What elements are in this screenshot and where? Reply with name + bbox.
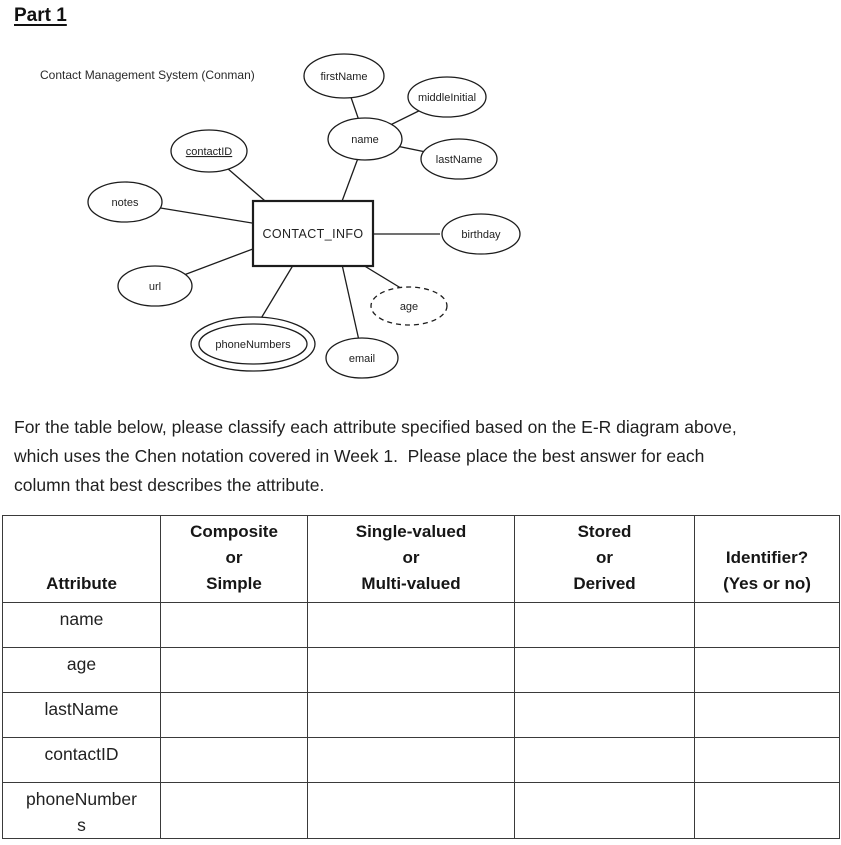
label-age: age xyxy=(400,301,418,313)
answer-cell-age-valued[interactable] xyxy=(307,647,515,693)
ellipse-phonenumbers-inner xyxy=(198,323,308,365)
col-header-single-or-multi-valued: Single-valued or Multi-valued xyxy=(307,515,515,603)
table-row-name: name xyxy=(2,602,840,648)
entity-label: CONTACT_INFO xyxy=(262,227,363,241)
answer-cell-lastname-identifier[interactable] xyxy=(694,692,840,738)
node-phonenumbers-multivalued-attribute: phoneNumbers xyxy=(190,316,316,372)
instructions-paragraph: For the table below, please classify eac… xyxy=(14,417,737,495)
answer-cell-contactid-valued[interactable] xyxy=(307,737,515,783)
label-lastname: lastName xyxy=(436,154,482,166)
label-email: email xyxy=(349,353,375,365)
col-header-composite-or-simple: Composite or Simple xyxy=(160,515,308,603)
answer-cell-phonenumbers-valued[interactable] xyxy=(307,782,515,839)
ellipse-lastname xyxy=(420,138,498,180)
ellipse-birthday xyxy=(441,213,521,255)
er-diagram: Contact Management System (Conman) first… xyxy=(40,53,521,379)
ellipse-name xyxy=(327,117,403,161)
col-header-identifier: Identifier? (Yes or no) xyxy=(694,515,840,603)
ellipse-age-dashed xyxy=(370,286,448,326)
col-header-stored-or-derived: Stored or Derived xyxy=(514,515,695,603)
answer-cell-phonenumbers-composite[interactable] xyxy=(160,782,308,839)
table-row-contactid: contactID xyxy=(2,737,840,783)
answer-cell-phonenumbers-identifier[interactable] xyxy=(694,782,840,839)
label-birthday: birthday xyxy=(461,229,501,241)
row-label-name: name xyxy=(2,602,161,648)
node-notes: notes xyxy=(87,181,163,223)
ellipse-email xyxy=(325,337,399,379)
answer-cell-lastname-stored[interactable] xyxy=(514,692,695,738)
answer-cell-age-composite[interactable] xyxy=(160,647,308,693)
answer-cell-contactid-stored[interactable] xyxy=(514,737,695,783)
label-contactid: contactID xyxy=(186,146,233,158)
row-label-contactid: contactID xyxy=(2,737,161,783)
answer-cell-name-stored[interactable] xyxy=(514,602,695,648)
node-email: email xyxy=(325,337,399,379)
answer-cell-name-valued[interactable] xyxy=(307,602,515,648)
node-contactid-key-attribute: contactID xyxy=(170,129,248,173)
classification-table: Attribute Composite or Simple Single-val… xyxy=(2,515,840,839)
label-url: url xyxy=(149,281,161,293)
answer-cell-name-composite[interactable] xyxy=(160,602,308,648)
answer-cell-lastname-valued[interactable] xyxy=(307,692,515,738)
label-middleinitial: middleInitial xyxy=(418,92,476,104)
node-name: name xyxy=(327,117,403,161)
row-label-age: age xyxy=(2,647,161,693)
entity-rect xyxy=(251,199,375,268)
ellipse-notes xyxy=(87,181,163,223)
node-age-derived-attribute: age xyxy=(370,286,448,326)
ellipse-url xyxy=(117,265,193,307)
row-label-phonenumbers: phoneNumber s xyxy=(2,782,161,839)
label-firstname: firstName xyxy=(320,71,367,83)
node-url: url xyxy=(117,265,193,307)
node-firstname: firstName xyxy=(303,53,385,99)
answer-cell-contactid-composite[interactable] xyxy=(160,737,308,783)
node-birthday: birthday xyxy=(441,213,521,255)
ellipse-contactid xyxy=(170,129,248,173)
table-row-phonenumbers: phoneNumber s xyxy=(2,782,840,839)
answer-cell-contactid-identifier[interactable] xyxy=(694,737,840,783)
entity-contact-info: CONTACT_INFO xyxy=(251,199,375,268)
table-row-lastname: lastName xyxy=(2,692,840,738)
table-row-age: age xyxy=(2,647,840,693)
label-notes: notes xyxy=(112,197,139,209)
answer-cell-age-stored[interactable] xyxy=(514,647,695,693)
node-lastname: lastName xyxy=(420,138,498,180)
answer-cell-age-identifier[interactable] xyxy=(694,647,840,693)
answer-cell-lastname-composite[interactable] xyxy=(160,692,308,738)
part-title: Part 1 xyxy=(14,5,67,26)
ellipse-firstname xyxy=(303,53,385,99)
col-header-attribute: Attribute xyxy=(2,515,161,603)
answer-cell-phonenumbers-stored[interactable] xyxy=(514,782,695,839)
edge-entity-email xyxy=(340,259,361,346)
header-row: Attribute Composite or Simple Single-val… xyxy=(2,515,840,603)
label-phonenumbers: phoneNumbers xyxy=(215,339,291,351)
answer-cell-name-identifier[interactable] xyxy=(694,602,840,648)
label-name: name xyxy=(351,134,379,146)
node-middleinitial: middleInitial xyxy=(407,76,487,118)
diagram-caption: Contact Management System (Conman) xyxy=(40,68,255,82)
ellipse-middleinitial xyxy=(407,76,487,118)
row-label-lastname: lastName xyxy=(2,692,161,738)
